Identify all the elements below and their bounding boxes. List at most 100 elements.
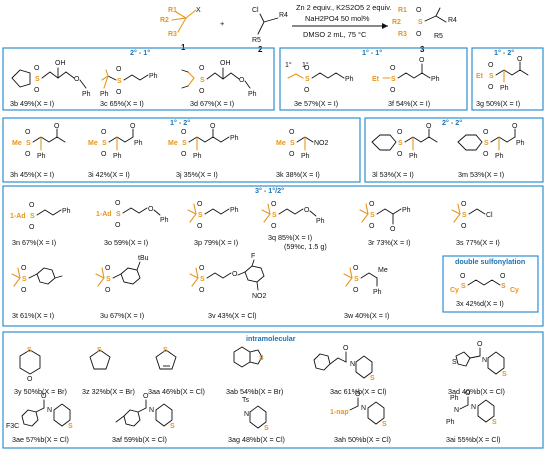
svg-text:Ph: Ph	[37, 153, 46, 160]
plus-sign: +	[220, 19, 224, 28]
structure-3ah: 1-nap O N S	[330, 391, 387, 428]
label-3p: 3p 79%(X = I)	[194, 238, 238, 247]
structure-3q: S O O O Ph	[261, 201, 325, 230]
structure-3b: S O O OH O Ph	[11, 60, 91, 98]
cl-label: Cl	[252, 7, 259, 14]
r2-label: R2	[160, 17, 169, 24]
svg-text:O: O	[148, 206, 154, 213]
label-3y: 3y 50%b(X = Br)	[14, 387, 67, 396]
svg-text:S: S	[117, 78, 122, 85]
svg-text:O: O	[488, 62, 494, 69]
p-r4: R4	[448, 17, 457, 24]
svg-text:O: O	[74, 76, 80, 83]
svg-text:O: O	[271, 201, 277, 208]
svg-text:S: S	[27, 347, 32, 354]
svg-text:O: O	[116, 89, 122, 96]
label-3af: 3af 59%b(X = Cl)	[112, 435, 167, 444]
svg-text:S: S	[35, 76, 40, 83]
svg-text:O: O	[210, 123, 216, 130]
svg-text:O: O	[27, 376, 33, 383]
label-3m: 3m 53%(X = I)	[458, 170, 504, 179]
svg-text:S: S	[264, 425, 269, 432]
structure-3l: S O O O Ph	[371, 123, 438, 160]
svg-text:O: O	[483, 129, 489, 136]
conditions-line-1: Zn 2 equiv., K2S2O5 2 equiv.	[296, 3, 391, 12]
svg-text:O: O	[199, 88, 205, 95]
structure-3w: S O O Me Ph	[343, 265, 388, 296]
svg-text:O: O	[369, 223, 375, 230]
svg-text:S: S	[26, 140, 31, 147]
svg-text:O: O	[397, 129, 403, 136]
label-3ae: 3ae 57%b(X = Cl)	[12, 435, 69, 444]
label-3h: 3h 45%(X = I)	[10, 170, 54, 179]
structure-3aa: S	[155, 347, 177, 370]
box-intra	[2, 331, 544, 449]
label-3d: 3d 67%(X = I)	[190, 99, 234, 108]
svg-text:S: S	[501, 283, 506, 290]
svg-text:O: O	[115, 222, 121, 229]
label-3ab: 3ab 54%b(X = Br)	[226, 387, 283, 396]
r1-label: R1	[168, 7, 177, 14]
svg-text:Ph: Ph	[193, 153, 202, 160]
svg-text:OH: OH	[55, 60, 66, 67]
conditions-line-2: NaH2PO4 50 mol%	[305, 14, 370, 23]
svg-text:O: O	[105, 265, 111, 272]
svg-text:S: S	[489, 73, 494, 80]
svg-text:O: O	[101, 129, 107, 136]
svg-text:tBu: tBu	[138, 255, 149, 262]
svg-text:O: O	[199, 265, 205, 272]
svg-text:O: O	[304, 65, 310, 72]
p-r1: R1	[398, 7, 407, 14]
svg-text:O: O	[197, 223, 203, 230]
svg-text:O: O	[29, 202, 35, 209]
structure-3d: S O O OH O Ph	[181, 60, 257, 98]
svg-text:O: O	[115, 200, 121, 207]
svg-text:S: S	[290, 140, 295, 147]
structure-3m: S O O O Ph Ph	[457, 123, 525, 160]
box-1-1	[279, 47, 468, 111]
label-3ac: 3ac 61%b(X = Cl)	[330, 387, 387, 396]
svg-text:O: O	[116, 66, 122, 73]
svg-text:S: S	[370, 375, 375, 382]
svg-text:Ph: Ph	[409, 153, 418, 160]
p-s: S	[418, 19, 423, 26]
svg-text:S: S	[502, 371, 507, 378]
label-3ad: 3ad 40%b(X = Cl)	[448, 387, 505, 396]
svg-text:Me: Me	[378, 267, 388, 274]
svg-text:Ph: Ph	[62, 208, 71, 215]
label-3v: 3v 43%(X = Cl)	[208, 311, 257, 320]
svg-text:Ph: Ph	[230, 135, 239, 142]
svg-text:O: O	[199, 287, 205, 294]
structure-3e: 1° 1° S O O Ph	[285, 61, 354, 94]
svg-text:Ts: Ts	[242, 397, 250, 404]
svg-text:O: O	[512, 123, 518, 130]
label-3w: 3w 40%(X = I)	[344, 311, 389, 320]
svg-text:O: O	[517, 56, 523, 63]
svg-text:O: O	[426, 123, 432, 130]
reagent-2-label: 2	[258, 45, 263, 54]
box-double	[442, 255, 539, 313]
svg-text:Ph: Ph	[402, 207, 411, 214]
label-3t: 3t 61%(X = I)	[12, 311, 54, 320]
structure-3c: S O O Ph Ph	[100, 66, 158, 98]
p-o2: O	[416, 31, 422, 38]
svg-text:O: O	[353, 265, 359, 272]
svg-text:N: N	[471, 404, 476, 411]
svg-text:O: O	[25, 129, 31, 136]
structure-3t: S O O	[11, 265, 63, 294]
hdr-double: double sulfonylation	[455, 257, 525, 266]
svg-text:S: S	[163, 347, 168, 354]
p-o1: O	[416, 7, 422, 14]
svg-text:S: S	[182, 140, 187, 147]
svg-text:O: O	[25, 151, 31, 158]
svg-text:Et: Et	[372, 76, 380, 83]
label-3q-note: (59%c, 1.5 g)	[284, 242, 327, 251]
svg-text:1-Ad: 1-Ad	[96, 211, 112, 218]
structure-3h: Me S O O O Ph	[12, 123, 66, 160]
svg-text:Ph: Ph	[431, 76, 440, 83]
svg-text:S: S	[305, 76, 310, 83]
svg-text:O: O	[199, 65, 205, 72]
structure-3r: S O O O Ph	[359, 201, 411, 233]
product-label: 3	[420, 45, 425, 54]
svg-text:O: O	[21, 287, 27, 294]
